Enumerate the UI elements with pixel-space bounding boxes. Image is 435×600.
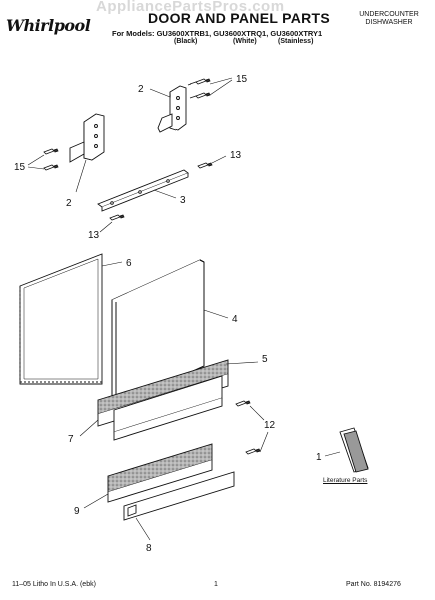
- callout-12: 12: [264, 420, 276, 431]
- callout-2-left: 2: [66, 198, 72, 209]
- variant-white: (White): [233, 38, 257, 45]
- leader-2-left: [75, 159, 87, 193]
- strike-rail: [97, 169, 189, 212]
- callout-9: 9: [74, 506, 80, 517]
- leader-15-left: [27, 154, 45, 166]
- leader-3: [153, 189, 177, 199]
- footer-litho: 11–05 Litho In U.S.A. (ebk): [12, 581, 96, 588]
- leader-13-right: [211, 155, 227, 164]
- appliance-type: UNDERCOUNTER DISHWASHER: [356, 11, 422, 27]
- screw-right-13: [197, 162, 213, 169]
- inner-door-panel: [19, 253, 103, 385]
- leader-2-top: [149, 88, 171, 98]
- leader-15-top-b: [209, 79, 233, 96]
- callout-2-top: 2: [138, 84, 144, 95]
- callout-13-right: 13: [230, 150, 242, 161]
- screw-top-1: [187, 78, 211, 86]
- screw-left-13: [109, 214, 125, 221]
- footer-part-number: Part No. 8194276: [346, 581, 401, 588]
- callout-15-top: 15: [236, 74, 248, 85]
- callout-7: 7: [68, 434, 74, 445]
- models-label: For Models: GU3600XTRB1, GU3600XTRQ1, GU…: [112, 29, 323, 38]
- screw-12-b: [245, 448, 261, 455]
- leader-6: [101, 261, 123, 267]
- leader-5: [225, 361, 259, 365]
- outer-door-panel: [111, 259, 205, 407]
- screw-left-1: [43, 148, 59, 155]
- hinge-bracket-left: [69, 113, 105, 163]
- footer-page-number: 1: [214, 581, 218, 588]
- watermark-text: AppliancePartsPros.com: [96, 0, 285, 15]
- leader-9: [83, 493, 109, 509]
- leader-12-a: [249, 405, 265, 421]
- appliance-line-2: DISHWASHER: [365, 19, 413, 26]
- leader-1: [324, 451, 341, 457]
- callout-3: 3: [180, 195, 186, 206]
- screw-top-2: [189, 92, 211, 99]
- leader-13-left: [99, 221, 113, 233]
- callout-1: 1: [316, 452, 322, 463]
- callout-13-left: 13: [88, 230, 100, 241]
- leader-15-left-b: [27, 166, 45, 170]
- literature-parts-label: Literature Parts: [323, 477, 368, 484]
- leader-12-b: [259, 431, 269, 453]
- brand-name: Whirlpool: [6, 16, 91, 35]
- screw-12-a: [235, 400, 251, 407]
- appliance-line-1: UNDERCOUNTER: [359, 11, 419, 18]
- whirlpool-logo: Whirlpool: [6, 16, 106, 44]
- callout-8: 8: [146, 543, 152, 554]
- page-title: DOOR AND PANEL PARTS: [148, 10, 331, 26]
- variant-stainless: (Stainless): [278, 38, 314, 45]
- literature-booklet-icon: [339, 427, 369, 473]
- lower-door-insulation: [107, 443, 235, 521]
- screw-left-2: [43, 164, 59, 171]
- hinge-bracket-right: [157, 85, 187, 133]
- leader-4: [203, 309, 229, 319]
- callout-6: 6: [126, 258, 132, 269]
- leader-8: [135, 517, 151, 541]
- leader-7: [79, 419, 99, 437]
- callout-4: 4: [232, 314, 238, 325]
- callout-5: 5: [262, 354, 268, 365]
- leader-15-top: [209, 77, 233, 85]
- variant-black: (Black): [174, 38, 198, 45]
- callout-15-left: 15: [14, 162, 26, 173]
